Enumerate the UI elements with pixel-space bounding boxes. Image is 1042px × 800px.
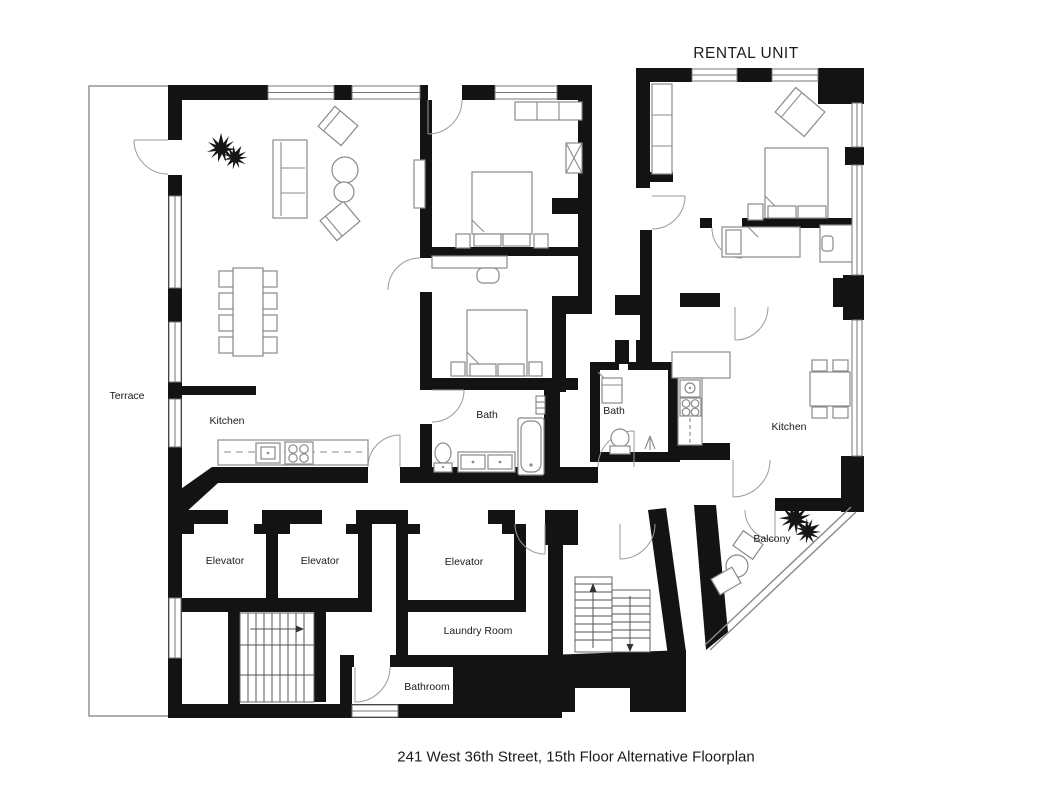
bath-main-fixtures bbox=[433, 417, 545, 476]
tv-console bbox=[565, 142, 583, 174]
room-label-terrace: Terrace bbox=[109, 390, 145, 402]
toilet bbox=[609, 428, 631, 455]
toilet bbox=[433, 442, 453, 473]
sofa bbox=[272, 139, 308, 219]
walls bbox=[168, 68, 864, 718]
stair-arrow-up bbox=[589, 583, 597, 592]
armchair bbox=[319, 200, 361, 242]
dining-table bbox=[218, 267, 278, 357]
wall-closet bbox=[413, 159, 426, 209]
plants bbox=[207, 133, 821, 544]
stair-arrow-east bbox=[296, 625, 304, 633]
floorplan-caption: 241 West 36th Street, 15th Floor Alterna… bbox=[397, 748, 755, 766]
sink bbox=[597, 371, 623, 404]
balcony-chair bbox=[732, 529, 764, 561]
balcony-chair bbox=[710, 566, 742, 596]
kitchen-sink bbox=[679, 379, 701, 398]
bath-rental-fixtures bbox=[597, 371, 656, 455]
desk bbox=[431, 255, 508, 269]
desk-chair bbox=[476, 267, 500, 284]
rental-room2-furniture bbox=[721, 224, 853, 263]
room-label-bath-rental: Bath bbox=[603, 405, 625, 417]
room-label-bathroom: Bathroom bbox=[404, 681, 450, 693]
staircase-east bbox=[574, 576, 651, 653]
bed bbox=[455, 171, 549, 249]
rental-living-furniture bbox=[651, 83, 829, 221]
room-label-kitchen-main: Kitchen bbox=[209, 415, 245, 427]
bathtub bbox=[517, 417, 545, 476]
single-bed bbox=[721, 226, 801, 258]
plant-living-room bbox=[207, 133, 248, 170]
armchair bbox=[774, 86, 826, 138]
nightstand bbox=[533, 233, 549, 249]
bed bbox=[747, 147, 829, 221]
rental-unit-title: RENTAL UNIT bbox=[693, 45, 799, 62]
room-label-elevator-2: Elevator bbox=[300, 555, 340, 567]
stair-arrow-down bbox=[626, 644, 634, 652]
armchair bbox=[317, 105, 359, 147]
nightstand bbox=[455, 233, 471, 249]
room-label-kitchen-rental: Kitchen bbox=[771, 421, 807, 433]
kitchen-rental-counter bbox=[671, 351, 851, 446]
nightstand bbox=[747, 203, 764, 221]
nightstand bbox=[528, 361, 543, 377]
coffee-table bbox=[331, 156, 359, 184]
vanity bbox=[457, 451, 516, 473]
closet bbox=[651, 83, 673, 175]
staircase-west bbox=[239, 612, 315, 703]
bed bbox=[450, 309, 543, 377]
balcony-furniture bbox=[710, 529, 764, 596]
nightstand bbox=[450, 361, 466, 377]
plant-balcony bbox=[778, 502, 821, 544]
room-label-elevator-3: Elevator bbox=[444, 556, 484, 568]
balcony-railing bbox=[704, 506, 857, 651]
stove bbox=[679, 397, 702, 417]
coffee-table bbox=[333, 181, 355, 203]
closet bbox=[514, 101, 583, 121]
bedroom-2-furniture bbox=[431, 255, 543, 377]
living-room-furniture bbox=[218, 105, 361, 357]
room-label-bath-main: Bath bbox=[476, 409, 498, 421]
room-label-balcony: Balcony bbox=[753, 533, 791, 545]
bedroom-1-furniture bbox=[413, 101, 583, 249]
kitchen-main-counter bbox=[217, 439, 369, 466]
shower-drain bbox=[644, 435, 656, 450]
kitchen-sink bbox=[255, 442, 281, 464]
room-label-laundry-room: Laundry Room bbox=[443, 625, 513, 637]
room-label-elevator-1: Elevator bbox=[205, 555, 245, 567]
stove bbox=[284, 441, 314, 465]
dining-table bbox=[809, 359, 851, 419]
desk-chair bbox=[821, 235, 834, 252]
terrace-outline bbox=[88, 85, 177, 717]
windows bbox=[168, 68, 863, 718]
